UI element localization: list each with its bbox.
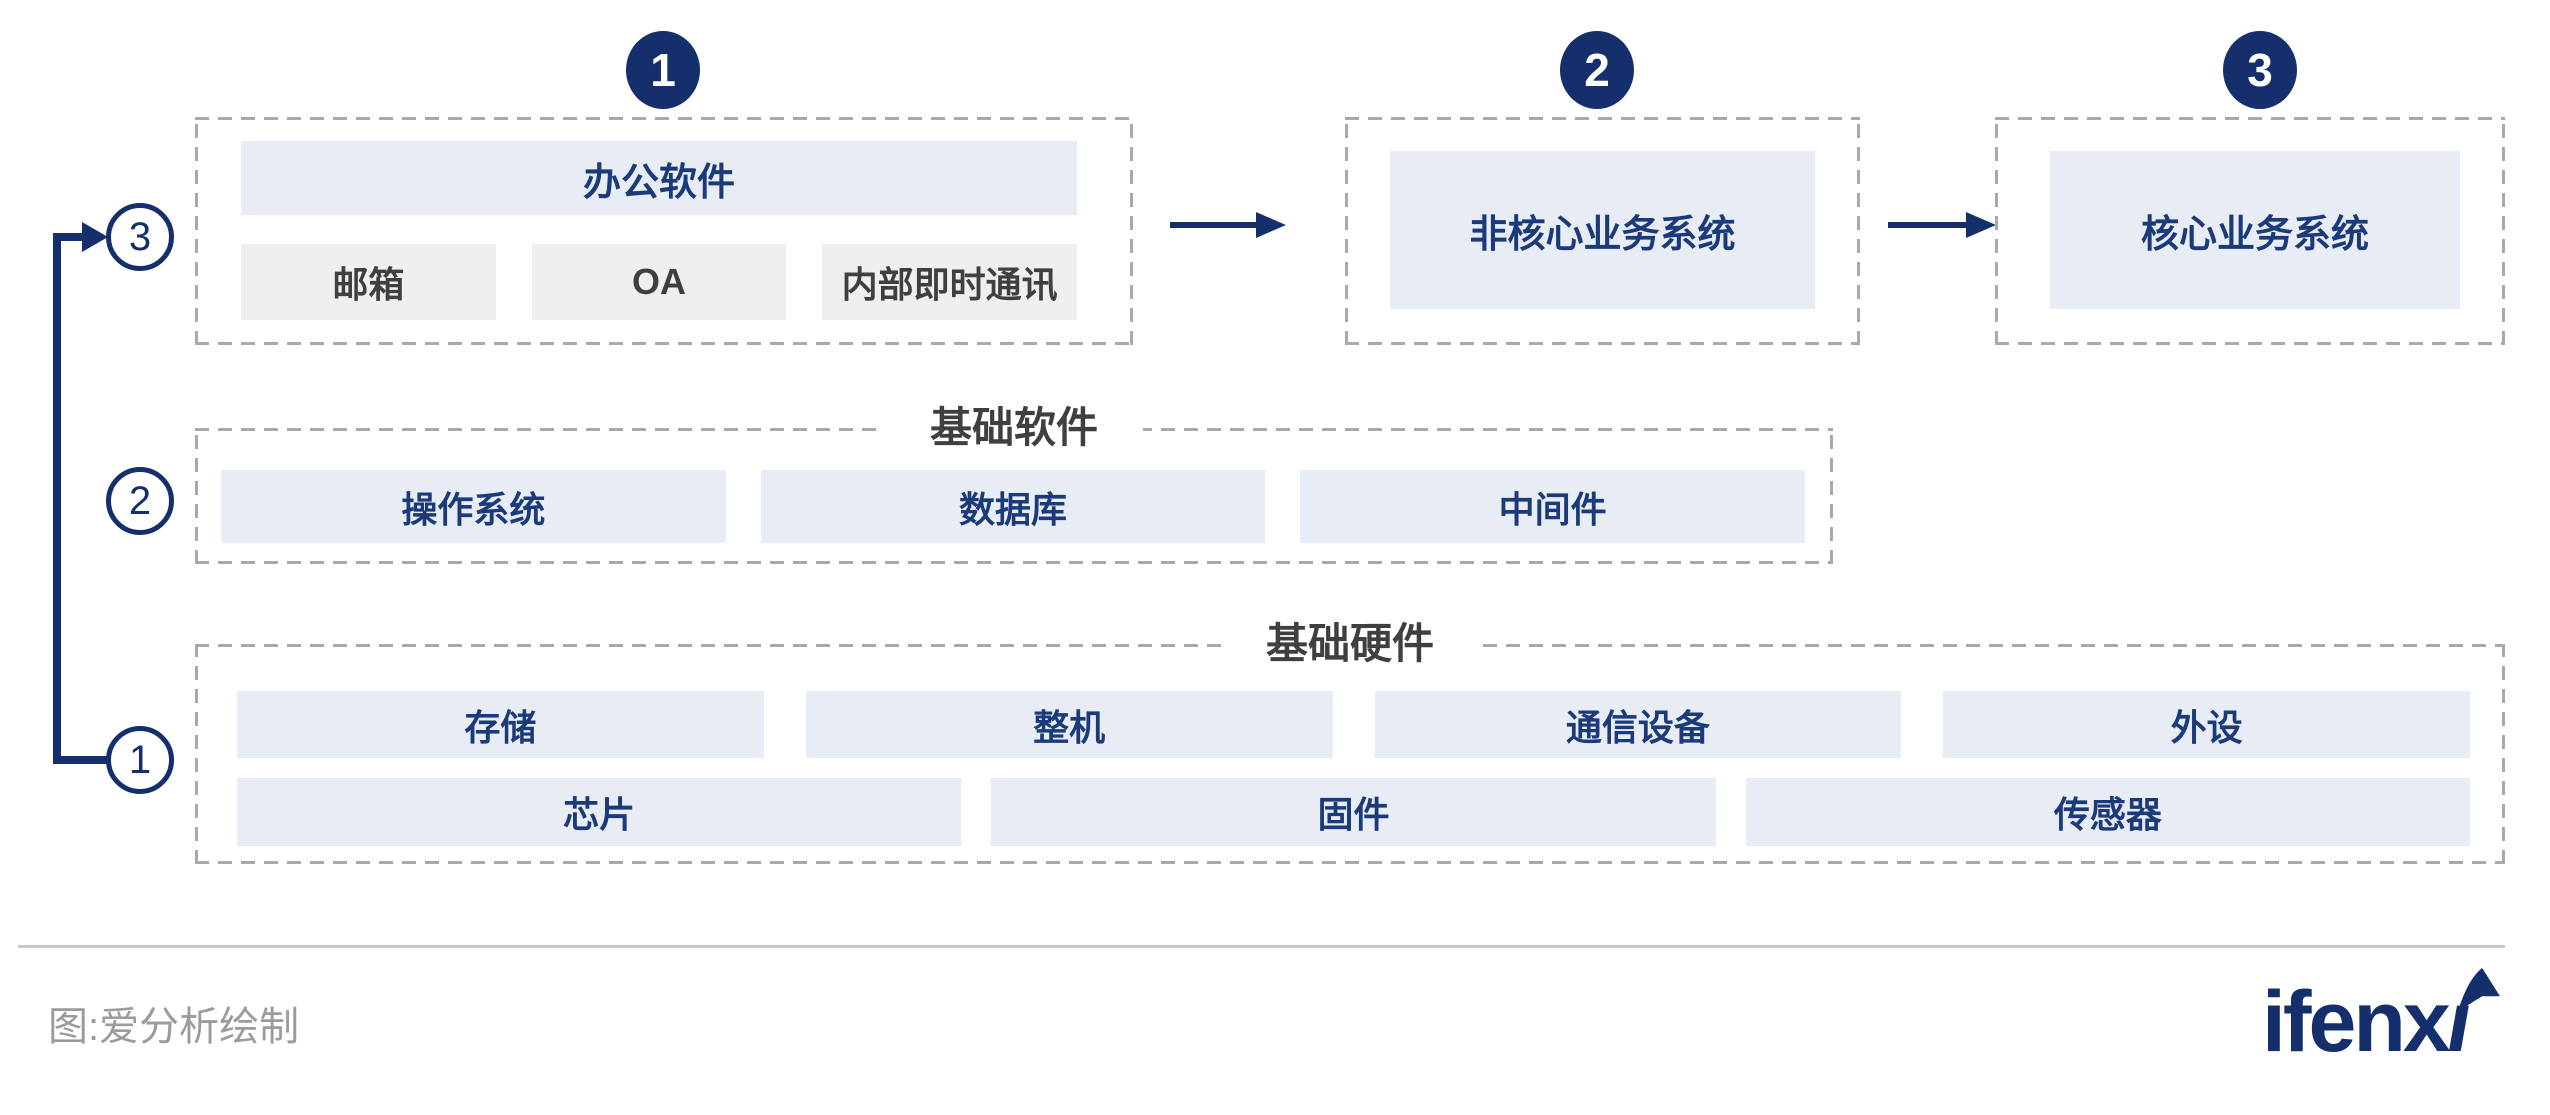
non-core-systems-panel: 非核心业务系统 [1345, 117, 1860, 345]
step1-badge: 1 [626, 31, 700, 109]
sequence-marker-office-level: 3 [106, 203, 174, 271]
sequence-marker-software-level: 2 [106, 467, 174, 535]
hardware-item-complete-machine: 整机 [805, 691, 1333, 758]
non-core-systems-box: 非核心业务系统 [1390, 151, 1815, 309]
office-software-header: 办公软件 [241, 141, 1077, 215]
hardware-item-firmware: 固件 [991, 778, 1716, 846]
hardware-item-communication-equipment: 通信设备 [1374, 691, 1902, 758]
step3-badge-number: 3 [2247, 44, 2273, 96]
step1-badge-number: 1 [650, 44, 676, 96]
core-systems-box: 核心业务系统 [2050, 151, 2460, 309]
sequence-marker-number: 1 [128, 737, 152, 782]
hardware-item-sensors: 传感器 [1745, 778, 2470, 846]
logo-text-main: ifenx [2262, 974, 2451, 1070]
basic-software-items-row: 操作系统 数据库 中间件 [221, 470, 1806, 543]
sequence-marker-number: 2 [128, 478, 152, 523]
software-item-database: 数据库 [760, 470, 1266, 543]
basic-hardware-row2: 芯片 固件 传感器 [237, 778, 2470, 846]
basic-hardware-section: 基础硬件 存储 整机 通信设备 外设 芯片 固件 传感器 [195, 619, 2505, 864]
sequence-marker-hardware-level: 1 [106, 726, 174, 794]
figure-caption: 图:爱分析绘制 [48, 1005, 300, 1049]
right-arrow-icon [1170, 212, 1286, 238]
right-arrow-icon [1888, 212, 1996, 238]
sequence-connector-bottom-segment [53, 756, 108, 764]
logo-arrow-icon [2458, 968, 2500, 1011]
office-item-oa: OA [531, 244, 787, 320]
office-item-email: 邮箱 [241, 244, 496, 320]
basic-hardware-title: 基础硬件 [1220, 619, 1480, 669]
footer-divider [18, 945, 2505, 948]
core-systems-panel: 核心业务系统 [1995, 117, 2505, 345]
ifenxi-logo: ifenxı [2262, 972, 2477, 1072]
hardware-item-chips: 芯片 [237, 778, 962, 846]
sequence-connector-arrowhead-icon [82, 222, 108, 252]
sequence-connector-vertical-line [53, 233, 61, 764]
basic-software-title: 基础软件 [884, 403, 1144, 453]
hardware-item-peripherals: 外设 [1943, 691, 2470, 758]
office-software-panel: 办公软件 邮箱 OA 内部即时通讯 [195, 117, 1133, 345]
step3-badge: 3 [2223, 31, 2297, 109]
software-item-middleware: 中间件 [1300, 470, 1806, 543]
step2-badge: 2 [1560, 31, 1634, 109]
office-software-items-row: 邮箱 OA 内部即时通讯 [241, 244, 1078, 320]
hardware-item-storage: 存储 [237, 691, 764, 758]
step2-badge-number: 2 [1584, 44, 1610, 96]
basic-software-section: 基础软件 操作系统 数据库 中间件 [195, 403, 1833, 564]
basic-hardware-row1: 存储 整机 通信设备 外设 [237, 691, 2470, 758]
sequence-connector-top-segment [53, 233, 85, 241]
sequence-marker-number: 3 [128, 214, 152, 259]
software-item-operating-system: 操作系统 [221, 470, 726, 543]
office-item-instant-messaging: 内部即时通讯 [822, 244, 1078, 320]
